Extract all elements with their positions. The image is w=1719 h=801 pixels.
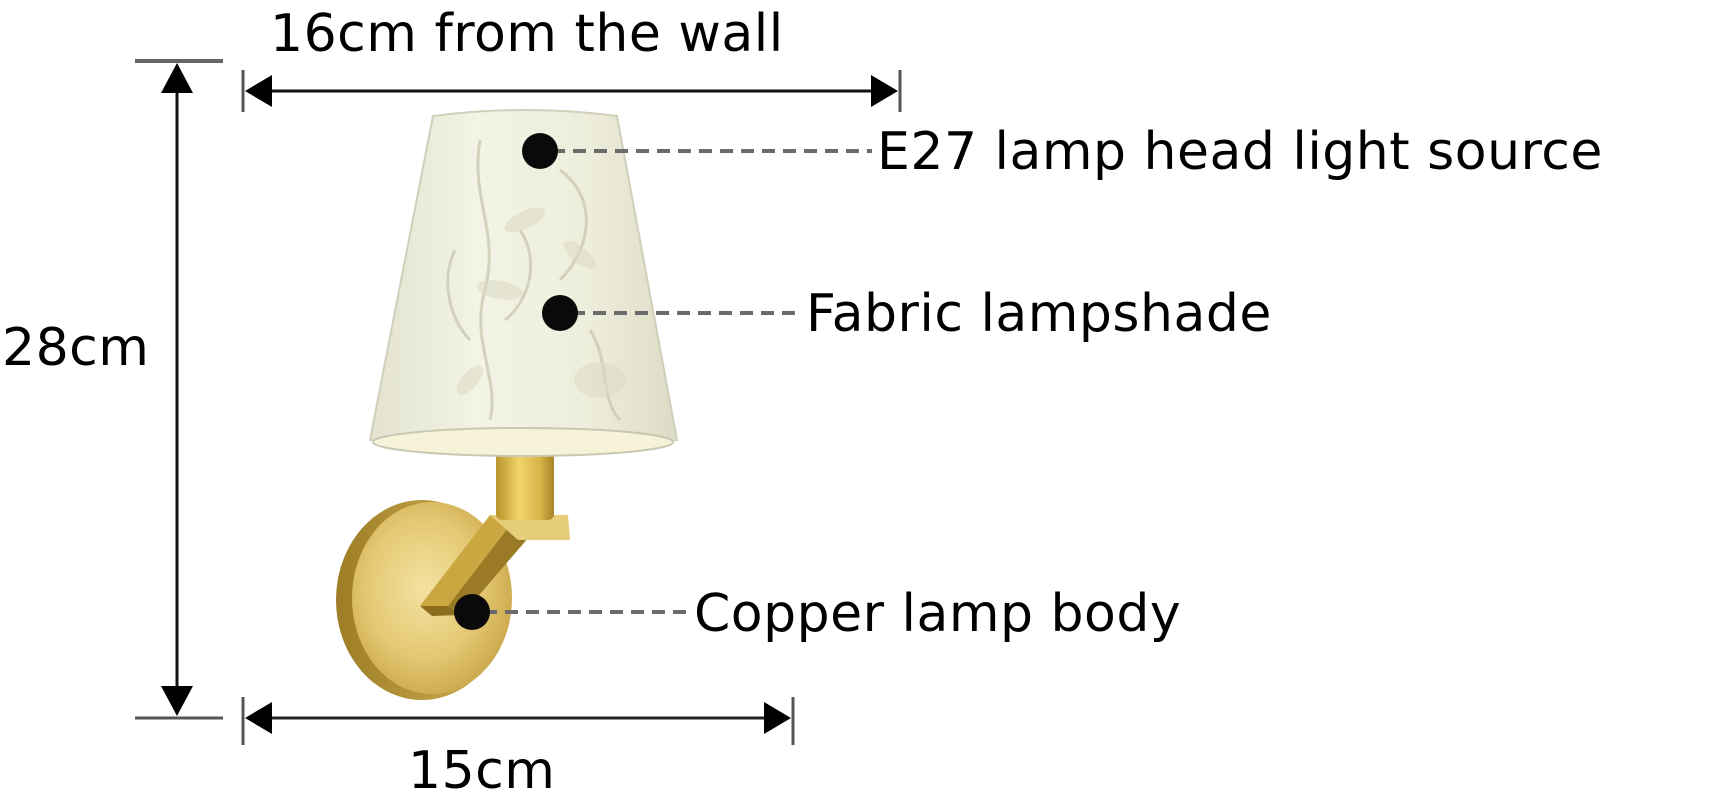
callout-lampshade-marker	[542, 295, 798, 331]
marker-dot-icon	[522, 133, 558, 169]
callout-lamp-body-marker	[454, 594, 688, 630]
dimension-height-line	[135, 59, 223, 720]
fabric-lampshade	[368, 109, 679, 457]
callout-lampshade-label: Fabric lampshade	[806, 284, 1272, 344]
marker-dot-icon	[454, 594, 490, 630]
arrow-up-icon	[161, 63, 193, 93]
dimension-width-line	[241, 697, 795, 745]
arrow-left-icon	[245, 702, 272, 734]
dimension-width-label: 15cm	[408, 741, 556, 801]
marker-dot-icon	[542, 295, 578, 331]
arrow-right-icon	[764, 702, 791, 734]
dimension-projection-line	[241, 70, 902, 112]
wall-lamp-illustration	[336, 109, 679, 700]
callout-lamp-body-label: Copper lamp body	[694, 584, 1182, 644]
dimension-projection-label: 16cm from the wall	[270, 4, 784, 64]
arrow-left-icon	[245, 75, 272, 107]
arrow-down-icon	[161, 686, 193, 716]
lamp-arm	[420, 515, 570, 616]
dimension-height-label: 28cm	[2, 318, 150, 378]
arrow-right-icon	[871, 75, 898, 107]
callout-light-source-label: E27 lamp head light source	[877, 122, 1603, 182]
callout-light-source-marker	[522, 133, 872, 169]
